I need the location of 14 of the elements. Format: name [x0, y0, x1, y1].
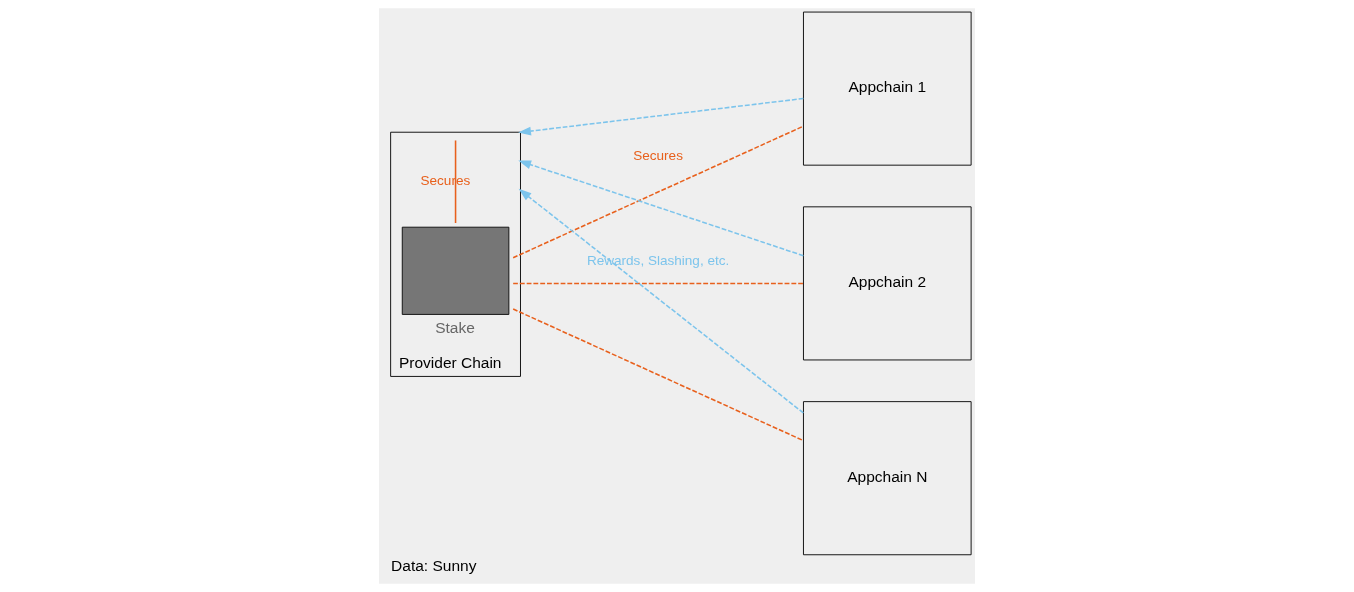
node-label: Stake — [435, 318, 475, 336]
node-box: Appchain 1 — [803, 11, 972, 166]
connector — [454, 139, 457, 224]
edge-label: Rewards, Slashing, etc. — [586, 253, 730, 269]
arrow — [518, 160, 805, 257]
edge-label: Secures — [633, 147, 683, 163]
node-box: Appchain N — [803, 401, 972, 556]
arrow — [518, 188, 805, 414]
arrow — [518, 97, 805, 136]
caption: Data: Sunny — [391, 557, 477, 575]
connector — [512, 125, 805, 259]
connector — [512, 308, 805, 442]
connector — [512, 282, 805, 285]
node-box: Appchain 2 — [803, 206, 972, 361]
